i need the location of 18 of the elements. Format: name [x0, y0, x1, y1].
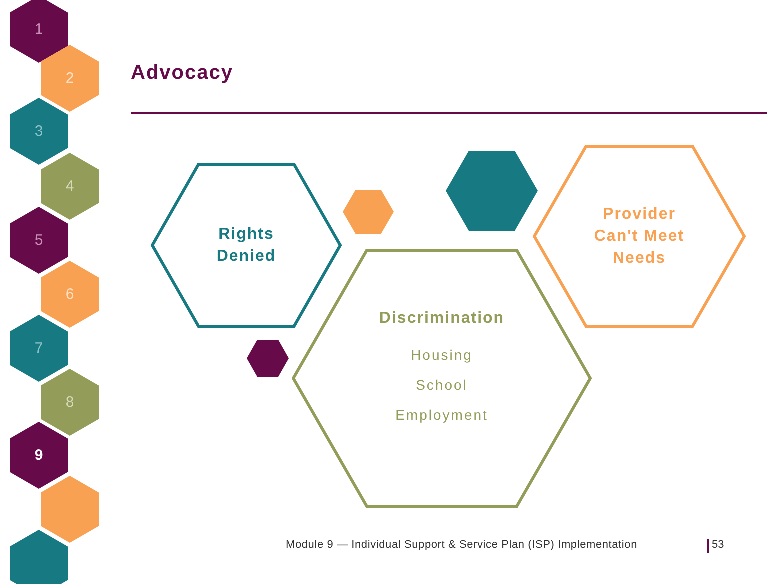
section-number: 5 — [34, 232, 44, 249]
list-item: School — [416, 376, 468, 392]
section-number: 2 — [66, 70, 74, 87]
hexagon-heading: Provider Can't Meet Needs — [593, 204, 686, 268]
footer-text: Module 9 — Individual Support & Service Plan (ISP) Implementation — [286, 539, 638, 551]
hexagon-heading: Discrimination — [379, 308, 505, 328]
hexagon-heading: Rights Denied — [216, 224, 278, 266]
page-number: 53 — [712, 539, 724, 551]
section-number: 3 — [34, 123, 44, 140]
section-number: 8 — [66, 394, 74, 411]
list-item: Employment — [396, 406, 488, 422]
list-item: Housing — [411, 346, 473, 362]
section-number: 1 — [34, 21, 44, 38]
section-number: 4 — [66, 178, 74, 195]
section-number: 6 — [66, 286, 74, 303]
slide-title: Advocacy — [131, 62, 234, 85]
section-number: 9 — [34, 447, 44, 464]
section-number: 7 — [34, 340, 44, 357]
